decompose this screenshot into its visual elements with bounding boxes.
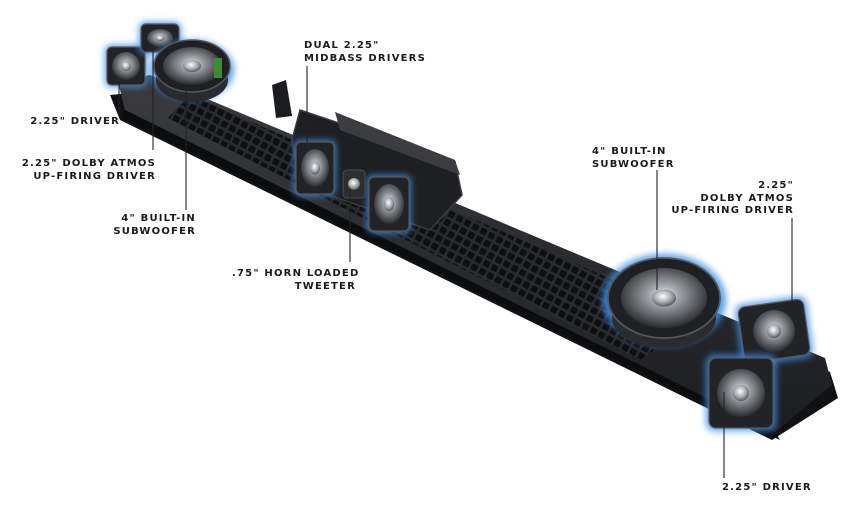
left-post: [272, 80, 292, 118]
callout-leaders: [118, 48, 793, 478]
callout-left-sub: 4" BUILT-IN SUBWOOFER: [113, 213, 196, 237]
tweeter-dome: [348, 178, 360, 190]
callout-tweeter: .75" HORN LOADED TWEETER: [232, 268, 360, 292]
callout-right-driver: 2.25" DRIVER: [722, 482, 812, 493]
left-driver-assembly: [105, 22, 234, 102]
callout-right-sub: 4" BUILT-IN SUBWOOFER: [592, 146, 675, 170]
callout-midbass: DUAL 2.25" MIDBASS DRIVERS: [304, 40, 426, 64]
callout-left-atmos: 2.25" DOLBY ATMOS UP-FIRING DRIVER: [21, 158, 156, 182]
center-driver-assembly: [294, 140, 411, 233]
callout-right-atmos: 2.25" DOLBY ATMOS UP-FIRING DRIVER: [671, 180, 794, 216]
right-driver-assembly: [602, 254, 813, 431]
callout-left-driver: 2.25" DRIVER: [30, 116, 120, 127]
chassis-rear-wall: [335, 112, 460, 175]
chassis-front-lip: [122, 110, 780, 440]
